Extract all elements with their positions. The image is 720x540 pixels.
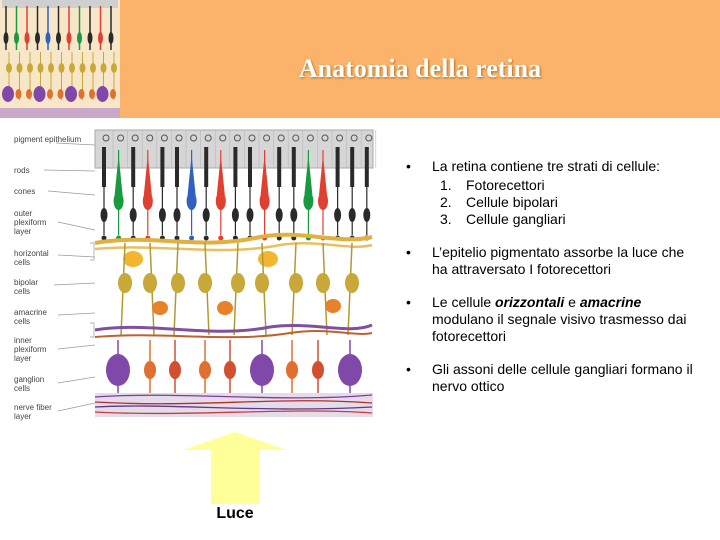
bullet-text: La retina contiene tre strati di cellule… (432, 158, 661, 174)
retina-diagram: pigment epithelium rods cones outer plex… (0, 125, 380, 425)
sub-text: Fotorecettori (466, 177, 545, 193)
sub-item-gangliari: 3. Cellule gangliari (432, 211, 698, 228)
retina-thumbnail-image (0, 0, 120, 118)
emphasis-orizzontali: orizzontali (495, 294, 565, 310)
bullet-epitelio: L’epitelio pigmentato assorbe la luce ch… (398, 244, 698, 278)
label-ganglion-cells: ganglion cells (14, 375, 45, 393)
light-arrow-icon (183, 432, 287, 504)
label-amacrine-cells: amacrine cells (14, 308, 47, 326)
layer-labels: pigment epithelium rods cones outer plex… (0, 125, 90, 425)
bullet-list: La retina contiene tre strati di cellule… (398, 158, 698, 411)
bullet-orizzontali-amacrine: Le cellule orizzontali e amacrine modula… (398, 294, 698, 345)
label-outer-plexiform: outer plexiform layer (14, 209, 47, 236)
label-pigment-epithelium: pigment epithelium (14, 135, 82, 144)
label-inner-plexiform: inner plexiform layer (14, 336, 47, 363)
sub-text: Cellule bipolari (466, 194, 558, 210)
sub-num: 2. (440, 194, 452, 210)
sub-list: 1. Fotorecettori 2. Cellule bipolari 3. Cel… (432, 177, 698, 228)
bullet-text-part: e (564, 294, 580, 310)
bullet-three-layers: La retina contiene tre strati di cellule… (398, 158, 698, 228)
retina-cells-illustration (43, 129, 377, 417)
label-rods: rods (14, 166, 30, 175)
header-bar: Anatomia della retina (0, 0, 720, 118)
bullet-text-part: modulano il segnale visivo trasmesso dai… (432, 311, 687, 344)
sub-item-fotorecettori: 1. Fotorecettori (432, 177, 698, 194)
label-horizontal-cells: horizontal cells (14, 249, 49, 267)
sub-text: Cellule gangliari (466, 211, 566, 227)
luce-label: Luce (216, 505, 254, 522)
bullet-text-part: Le cellule (432, 294, 496, 310)
emphasis-amacrine: amacrine (579, 294, 642, 310)
sub-num: 1. (440, 177, 452, 193)
bullet-text: L’epitelio pigmentato assorbe la luce ch… (432, 244, 685, 277)
label-cones: cones (14, 187, 36, 196)
sub-num: 3. (440, 211, 452, 227)
label-bipolar-cells: bipolar cells (14, 278, 39, 296)
bullet-assoni: Gli assoni delle cellule gangliari forma… (398, 361, 698, 395)
sub-item-bipolari: 2. Cellule bipolari (432, 194, 698, 211)
bullet-text: Gli assoni delle cellule gangliari forma… (432, 361, 693, 394)
label-nerve-fiber: nerve fiber layer (14, 403, 52, 421)
slide-title: Anatomia della retina (298, 54, 542, 83)
